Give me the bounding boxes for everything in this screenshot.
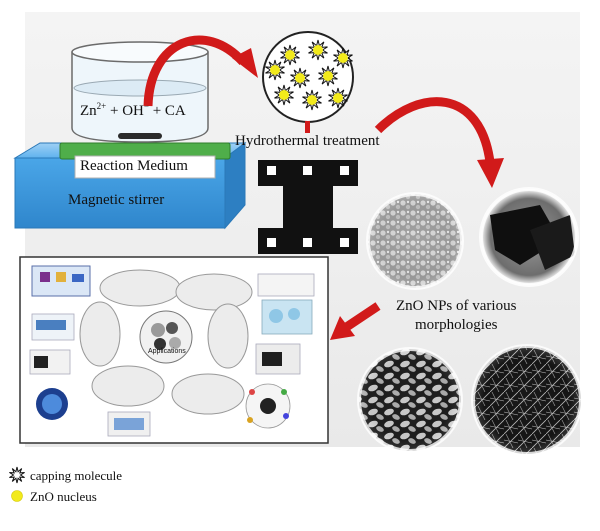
arrow-beaker-to-reaction [143,35,258,107]
reaction-medium-plate [59,142,231,179]
zno-nucleus-dot [279,90,289,100]
sem-image-granular [366,192,464,290]
zno-nucleus-dot [323,71,333,81]
zno-nucleus-dot [333,93,343,103]
sem-image-needles [471,344,583,456]
arrow-products-to-applications [330,302,381,340]
zno-nucleus-dot [338,53,348,63]
applications-panel [19,256,329,444]
zno-nps-label-line1: ZnO NPs of various [396,298,517,314]
zno-nps-label-line2: morphologies [414,317,498,333]
legend-capping-molecule: capping molecule [10,468,122,484]
zno-nps-label: ZnO NPs of various morphologies [396,297,516,335]
zno-nucleus-dot [313,45,323,55]
capping-molecule-legend-star [9,466,25,484]
legend-zno-nucleus: ZnO nucleus [10,489,97,505]
capping-molecule-icon [9,466,25,484]
arrow-reaction-to-products [305,97,504,188]
zno-nucleus-dot [295,73,305,83]
zno-nucleus-icon [11,490,23,502]
zno-nucleus-dot [307,95,317,105]
nucleation-sphere [262,31,354,123]
zno-nucleus-dot [285,50,295,60]
sem-image-plates [357,347,463,453]
sem-image-flakes-dark [479,187,579,287]
zno-nucleus-dot [270,65,280,75]
legend-capping-label: capping molecule [30,468,123,483]
applications-center-label: Applications [148,348,186,355]
reaction-medium-label: Reaction Medium [80,158,188,174]
hydrothermal-treatment-label: Hydrothermal treatment [235,133,380,149]
legend-nucleus-label: ZnO nucleus [30,489,97,504]
magnetic-stirrer-label: Magnetic stirrer [68,192,165,208]
beaker-icon [71,41,209,143]
autoclave-icon [258,160,358,254]
reaction-formula: Zn2+ + OH− + CA [80,101,186,119]
